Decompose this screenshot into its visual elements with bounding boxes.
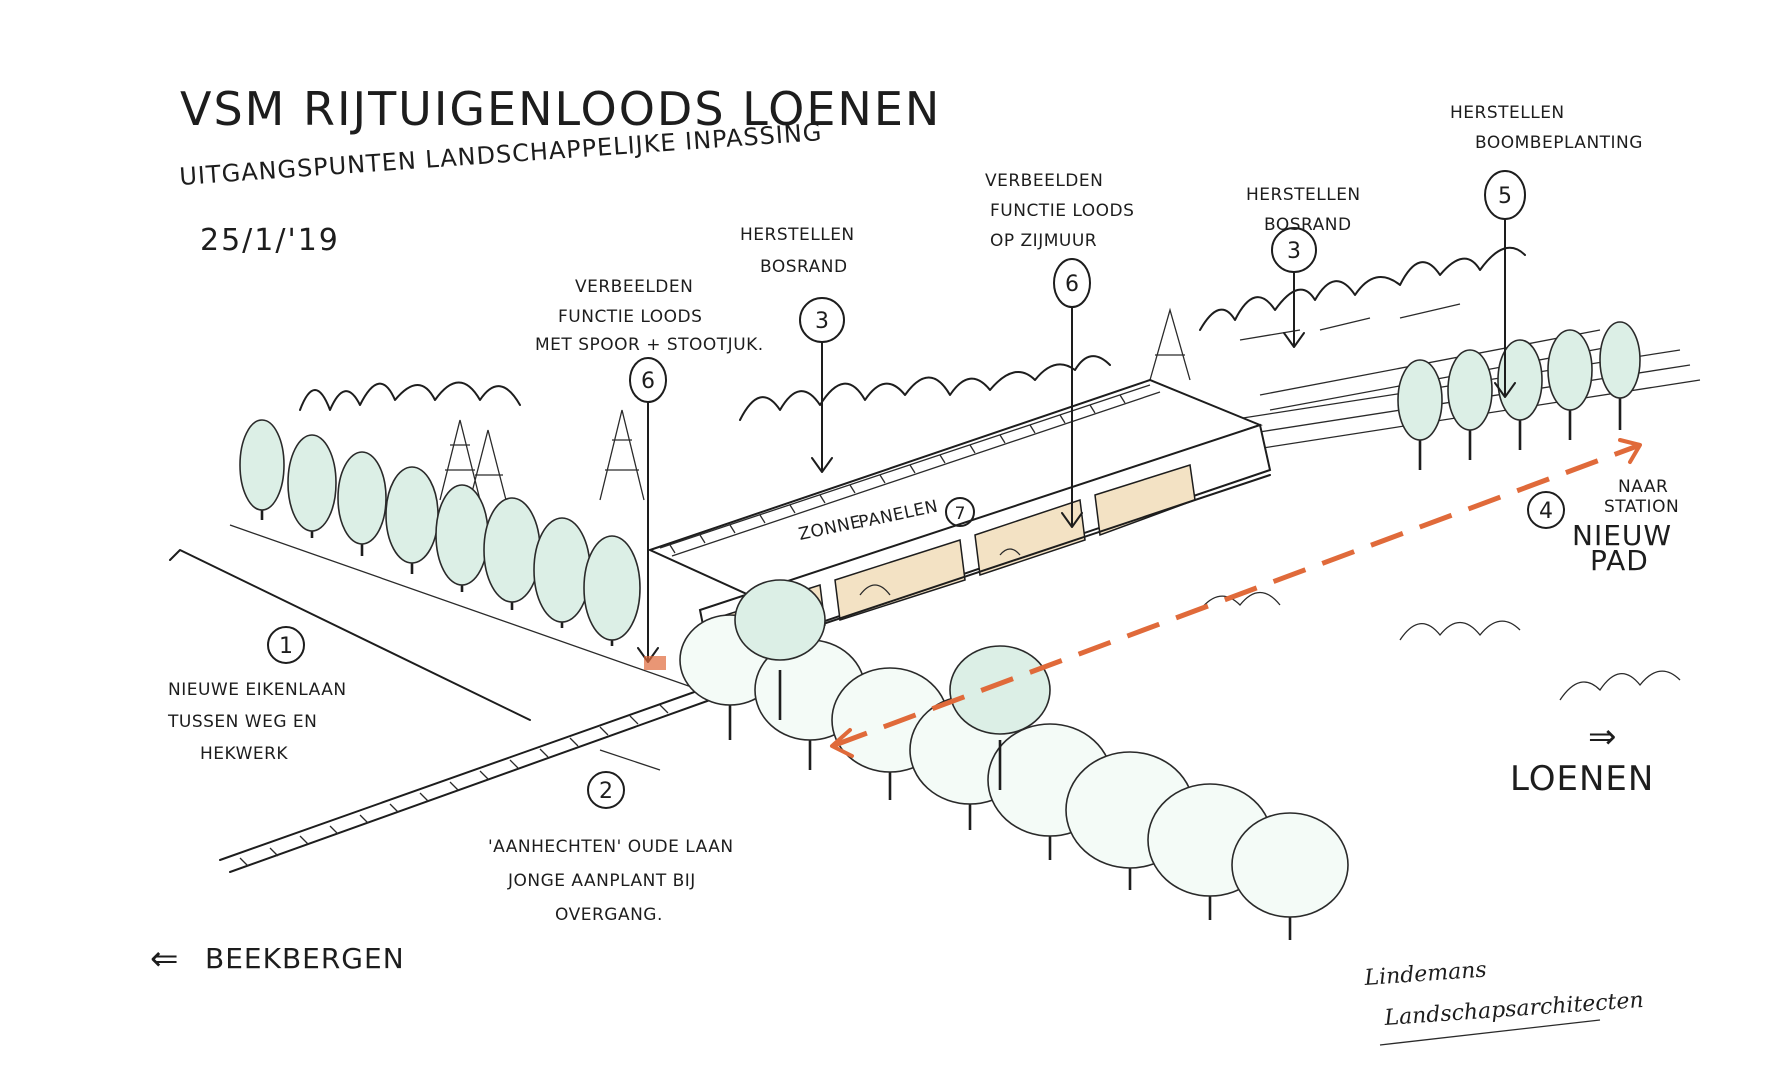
svg-text:3: 3 — [1287, 239, 1301, 264]
annotation-4: NAAR STATION 4 NIEUW PAD — [1527, 477, 1679, 577]
svg-text:LOENEN: LOENEN — [1510, 759, 1654, 799]
tree-row-right — [1199, 321, 1681, 701]
annotation-6-right: VERBEELDEN FUNCTIE LOODS OP ZIJMUUR 6 — [985, 171, 1134, 528]
annotation-1: 1 NIEUWE EIKENLAAN TUSSEN WEG EN HEKWERK — [167, 626, 347, 764]
svg-text:NAAR: NAAR — [1618, 477, 1668, 497]
arrow-right-icon: ⇒ — [1588, 717, 1618, 757]
svg-text:6: 6 — [1065, 272, 1079, 297]
svg-text:FUNCTIE LOODS: FUNCTIE LOODS — [990, 201, 1134, 221]
path-arrow-left — [830, 728, 854, 758]
svg-text:VERBEELDEN: VERBEELDEN — [575, 277, 693, 297]
svg-text:NIEUWE EIKENLAAN: NIEUWE EIKENLAAN — [168, 680, 347, 700]
svg-text:OVERGANG.: OVERGANG. — [555, 905, 663, 925]
tree-mass-front — [679, 579, 1349, 940]
svg-text:2: 2 — [599, 779, 613, 804]
svg-text:Landschapsarchitecten: Landschapsarchitecten — [1383, 988, 1645, 1031]
svg-text:VERBEELDEN: VERBEELDEN — [985, 171, 1103, 191]
path-arrow-right — [1618, 438, 1642, 464]
svg-text:6: 6 — [641, 369, 655, 394]
svg-text:BOSRAND: BOSRAND — [760, 257, 848, 277]
svg-text:OP ZIJMUUR: OP ZIJMUUR — [990, 231, 1097, 251]
svg-text:BOOMBEPLANTING: BOOMBEPLANTING — [1475, 133, 1643, 153]
annotation-3-right: HERSTELLEN BOSRAND 3 — [1246, 185, 1361, 348]
svg-text:HEKWERK: HEKWERK — [200, 744, 288, 764]
svg-text:HERSTELLEN: HERSTELLEN — [1450, 103, 1565, 123]
direction-loenen: ⇒ LOENEN — [1510, 717, 1654, 799]
sketch-date: 25/1/'19 — [200, 223, 340, 258]
svg-text:HERSTELLEN: HERSTELLEN — [740, 225, 855, 245]
solar-panels — [659, 384, 1161, 557]
svg-text:JONGE AANPLANT BIJ: JONGE AANPLANT BIJ — [507, 871, 696, 891]
svg-text:PAD: PAD — [1590, 544, 1649, 577]
signature: Lindemans Landschapsarchitecten — [1363, 958, 1645, 1046]
svg-text:5: 5 — [1498, 184, 1512, 209]
svg-text:FUNCTIE LOODS: FUNCTIE LOODS — [558, 307, 702, 327]
arrow-left-icon: ⇐ — [150, 939, 180, 979]
back-forest — [299, 246, 1526, 501]
svg-text:7: 7 — [955, 504, 966, 524]
svg-text:3: 3 — [815, 309, 829, 334]
annotation-6-left: VERBEELDEN FUNCTIE LOODS MET SPOOR + STO… — [535, 277, 764, 670]
annotation-2: 2 'AANHECHTEN' OUDE LAAN JONGE AANPLANT … — [488, 771, 734, 925]
svg-text:4: 4 — [1539, 499, 1553, 524]
direction-beekbergen: ⇐ BEEKBERGEN — [150, 939, 405, 979]
tree-row-left — [239, 419, 641, 646]
svg-text:1: 1 — [279, 634, 293, 659]
svg-text:TUSSEN WEG EN: TUSSEN WEG EN — [167, 712, 317, 732]
sketch-title: VSM RIJTUIGENLOODS LOENEN — [180, 82, 941, 136]
svg-text:MET SPOOR + STOOTJUK.: MET SPOOR + STOOTJUK. — [535, 335, 764, 355]
road — [169, 524, 701, 771]
svg-text:HERSTELLEN: HERSTELLEN — [1246, 185, 1361, 205]
svg-text:'AANHECHTEN' OUDE LAAN: 'AANHECHTEN' OUDE LAAN — [488, 837, 734, 857]
svg-text:STATION: STATION — [1604, 497, 1679, 517]
annotation-3-left: HERSTELLEN BOSRAND 3 — [740, 225, 855, 473]
svg-text:Lindemans: Lindemans — [1363, 958, 1488, 992]
new-path — [834, 442, 1641, 748]
annotation-5: HERSTELLEN BOOMBEPLANTING 5 — [1450, 103, 1643, 398]
svg-text:BEEKBERGEN: BEEKBERGEN — [205, 942, 405, 975]
svg-text:NIEUW: NIEUW — [1572, 519, 1672, 552]
